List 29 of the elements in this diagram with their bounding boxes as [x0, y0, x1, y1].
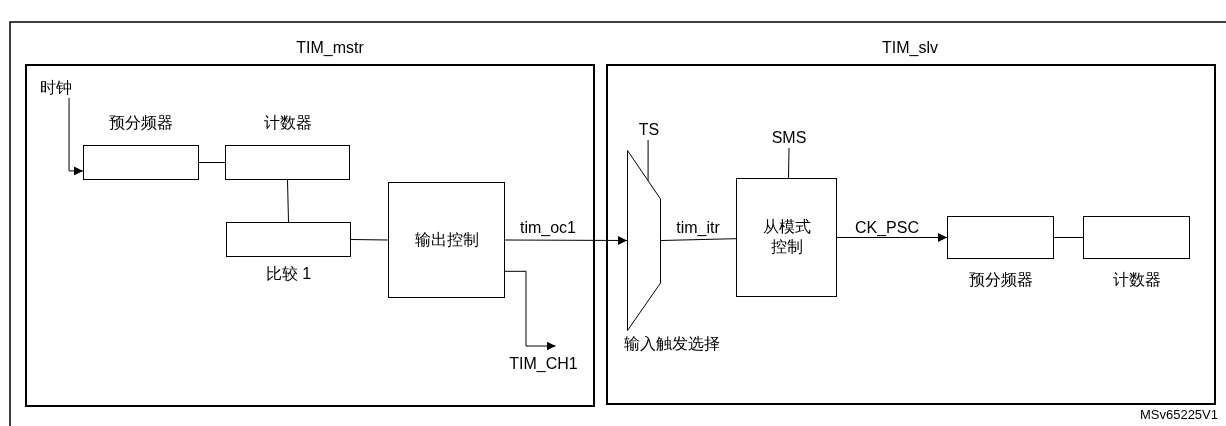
connector-line [788, 147, 790, 179]
block-label: 输入触发选择 [624, 334, 721, 354]
block-label: 预分频器 [967, 270, 1034, 290]
arrow [68, 97, 84, 176]
block-label: 从模式控制 [761, 217, 812, 257]
edge-label: CK_PSC [854, 218, 920, 238]
connector-line [647, 139, 649, 181]
block-label: 计数器 [1111, 270, 1162, 290]
connector-line [350, 239, 389, 241]
signal-label: TS [637, 120, 661, 140]
connector-line [1053, 237, 1084, 238]
block-label: 输出控制 [413, 230, 480, 250]
arrow [504, 270, 557, 351]
block-label: 预分频器 [108, 113, 174, 133]
block-label: 比较 1 [264, 264, 313, 284]
timer-title: TIM_mstr [295, 38, 365, 58]
signal-label: TIM_CH1 [508, 354, 579, 374]
connector-line [287, 179, 289, 223]
timer-title: TIM_slv [881, 38, 939, 58]
signal-label: SMS [770, 128, 808, 148]
connector-line [660, 238, 737, 241]
edge-label: tim_oc1 [519, 218, 577, 238]
block-label: 计数器 [262, 113, 313, 133]
signal-label: 时钟 [40, 78, 73, 98]
figure-id: MSv65225V1 [1138, 407, 1218, 423]
edge-label: tim_itr [675, 218, 721, 238]
arrow [504, 235, 628, 245]
arrow [836, 233, 948, 242]
connector-line [198, 162, 226, 163]
